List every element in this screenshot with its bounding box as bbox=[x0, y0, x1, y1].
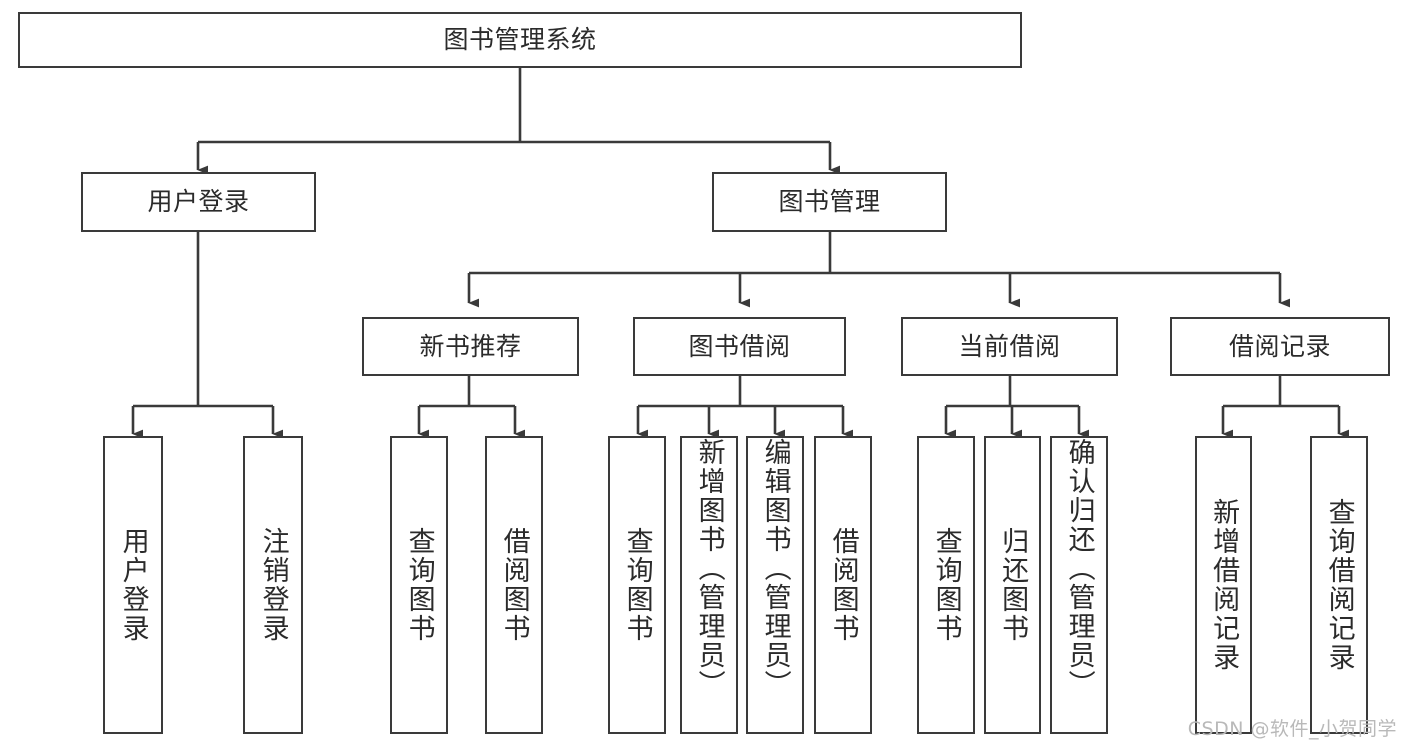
node-book-management[interactable]: 图书管理 bbox=[712, 172, 947, 232]
node-leaf-edit-book[interactable]: 编辑图书（管理员） bbox=[746, 436, 804, 734]
node-new-book-recommend-label: 新书推荐 bbox=[419, 331, 522, 361]
node-leaf-add-book[interactable]: 新增图书（管理员） bbox=[680, 436, 738, 734]
node-leaf-query-book-3[interactable]: 查询图书 bbox=[917, 436, 975, 734]
node-new-book-recommend[interactable]: 新书推荐 bbox=[362, 317, 579, 376]
node-leaf-query-record[interactable]: 查询借阅记录 bbox=[1310, 436, 1368, 734]
node-leaf-confirm-return-label: 确认归还（管理员） bbox=[1063, 438, 1095, 699]
node-leaf-user-login[interactable]: 用户登录 bbox=[103, 436, 163, 734]
node-book-borrow[interactable]: 图书借阅 bbox=[633, 317, 846, 376]
node-leaf-query-book-2-label: 查询图书 bbox=[621, 527, 653, 643]
node-current-borrow[interactable]: 当前借阅 bbox=[901, 317, 1118, 376]
node-leaf-query-book-2[interactable]: 查询图书 bbox=[608, 436, 666, 734]
node-leaf-query-book-1[interactable]: 查询图书 bbox=[390, 436, 448, 734]
node-borrow-record-label: 借阅记录 bbox=[1228, 331, 1331, 361]
watermark-text: CSDN @软件_小贺同学 bbox=[1187, 718, 1397, 740]
node-book-borrow-label: 图书借阅 bbox=[688, 331, 791, 361]
node-leaf-borrow-book-2-label: 借阅图书 bbox=[827, 527, 859, 643]
node-leaf-return-book-label: 归还图书 bbox=[997, 527, 1029, 643]
node-leaf-query-book-3-label: 查询图书 bbox=[930, 527, 962, 643]
node-leaf-logout-label: 注销登录 bbox=[257, 527, 289, 643]
node-current-borrow-label: 当前借阅 bbox=[958, 331, 1061, 361]
node-leaf-edit-book-label: 编辑图书（管理员） bbox=[759, 438, 791, 699]
node-leaf-query-book-1-label: 查询图书 bbox=[403, 527, 435, 643]
node-leaf-return-book[interactable]: 归还图书 bbox=[984, 436, 1041, 734]
node-book-management-label: 图书管理 bbox=[778, 187, 881, 217]
node-leaf-user-login-label: 用户登录 bbox=[117, 527, 149, 643]
node-leaf-confirm-return[interactable]: 确认归还（管理员） bbox=[1050, 436, 1108, 734]
node-leaf-borrow-book-2[interactable]: 借阅图书 bbox=[814, 436, 872, 734]
node-root[interactable]: 图书管理系统 bbox=[18, 12, 1022, 68]
node-leaf-borrow-book-1[interactable]: 借阅图书 bbox=[485, 436, 543, 734]
node-leaf-logout[interactable]: 注销登录 bbox=[243, 436, 303, 734]
node-borrow-record[interactable]: 借阅记录 bbox=[1170, 317, 1390, 376]
node-leaf-add-record[interactable]: 新增借阅记录 bbox=[1195, 436, 1252, 734]
node-leaf-add-record-label: 新增借阅记录 bbox=[1208, 498, 1240, 672]
node-leaf-query-record-label: 查询借阅记录 bbox=[1323, 498, 1355, 672]
node-leaf-add-book-label: 新增图书（管理员） bbox=[693, 438, 725, 699]
node-root-label: 图书管理系统 bbox=[443, 25, 597, 55]
node-user-login-label: 用户登录 bbox=[147, 187, 250, 217]
node-leaf-borrow-book-1-label: 借阅图书 bbox=[498, 527, 530, 643]
node-user-login[interactable]: 用户登录 bbox=[81, 172, 316, 232]
